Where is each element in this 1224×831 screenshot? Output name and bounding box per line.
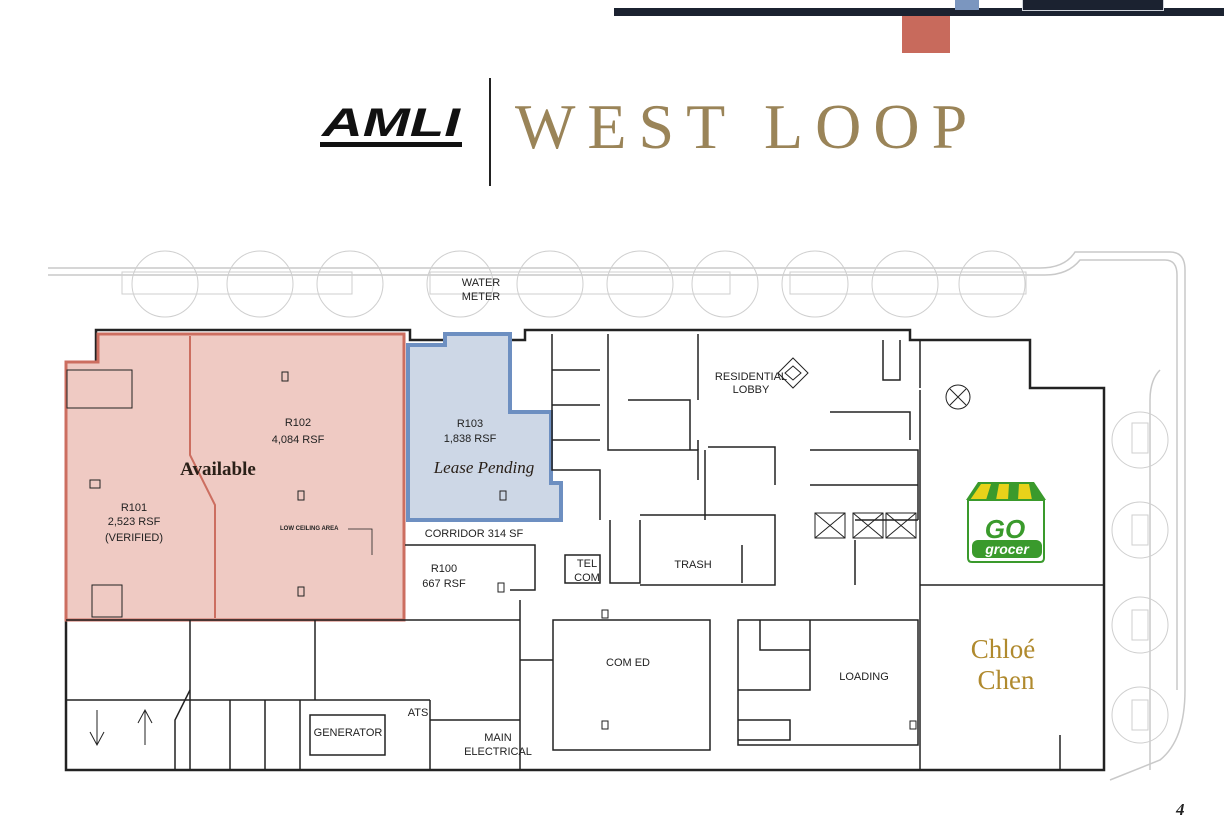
trash-label: TRASH — [674, 559, 711, 571]
direction-arrows — [89, 708, 153, 747]
planters — [121, 250, 1169, 744]
columns — [89, 371, 917, 730]
lease-pending-label: Lease Pending — [433, 458, 535, 477]
r101-area: 2,523 RSF — [108, 516, 161, 528]
amli-logo-text: AMLI — [321, 101, 462, 145]
r102-area: 4,084 RSF — [272, 434, 325, 446]
r100-area: 667 RSF — [422, 578, 466, 590]
loading-label: LOADING — [839, 671, 889, 683]
low-ceiling-label: LOW CEILING AREA — [280, 526, 339, 532]
header-blue-tab — [955, 0, 979, 10]
r103-area: 1,838 RSF — [444, 433, 497, 445]
header-dark-tab — [1022, 0, 1164, 11]
amli-logo: AMLI — [320, 101, 462, 147]
chloe-chen-line2: Chen — [978, 665, 1035, 695]
r101-r102-demising — [189, 336, 216, 618]
generator-label: GENERATOR — [314, 727, 383, 739]
r101-note: (VERIFIED) — [105, 532, 163, 544]
building-outline — [64, 328, 1106, 772]
low-ceiling-leader — [348, 528, 373, 555]
tel-label-2: COM — [574, 572, 600, 584]
ats-label: ATS — [408, 707, 429, 719]
accent-square — [902, 16, 950, 53]
interior-walls — [66, 334, 1104, 770]
chloe-chen-line1: Chloé — [971, 634, 1036, 664]
water-meter-label-1: WATER — [462, 277, 501, 289]
go-grocer-line2: grocer — [984, 541, 1030, 557]
header-bar — [614, 8, 1224, 16]
r101-name: R101 — [121, 502, 147, 514]
residential-lobby-label-2: LOBBY — [733, 384, 770, 396]
go-grocer-line1: GO — [985, 514, 1025, 544]
sidewalk-lines — [48, 251, 1186, 781]
elevators — [66, 357, 971, 618]
water-meter-label-2: METER — [462, 291, 501, 303]
pending-suite-area — [406, 332, 563, 522]
main-electrical-label-1: MAIN — [484, 732, 512, 744]
r103-name: R103 — [457, 418, 483, 430]
residential-lobby-label-1: RESIDENTIAL — [715, 371, 787, 383]
available-label: Available — [180, 459, 256, 480]
property-title: WEST LOOP — [515, 91, 980, 162]
r100-name: R100 — [431, 563, 457, 575]
page-number: 4 — [1176, 800, 1185, 819]
header-divider — [489, 78, 491, 186]
r102-name: R102 — [285, 417, 311, 429]
main-electrical-label-2: ELECTRICAL — [464, 746, 532, 758]
tel-label-1: TEL — [577, 558, 597, 570]
com-ed-label: COM ED — [606, 657, 650, 669]
go-grocer-logo: GO grocer — [966, 482, 1046, 563]
corridor-label: CORRIDOR 314 SF — [425, 528, 524, 540]
amli-logo-underline — [320, 142, 462, 147]
